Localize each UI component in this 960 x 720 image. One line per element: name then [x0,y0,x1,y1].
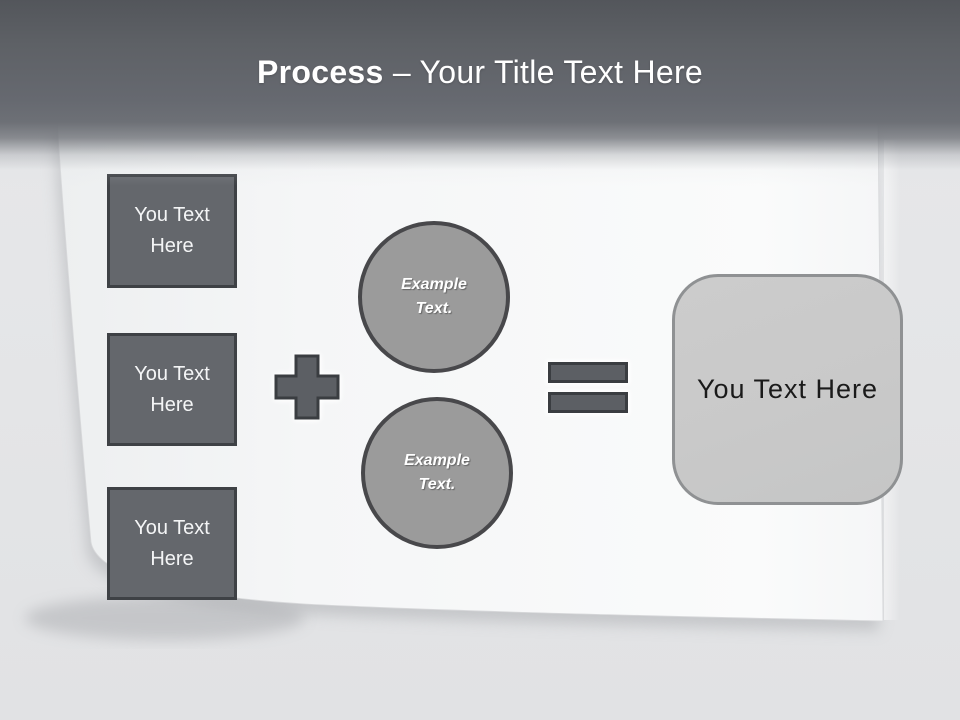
result-box-label: You Text Here [696,374,879,404]
input-box-3[interactable]: You Text Here [107,487,237,600]
plus-icon[interactable] [272,352,342,422]
page-title[interactable]: Process – Your Title Text Here [0,54,960,91]
curl-shadow [25,596,305,640]
example-circle-1-label: Example Text. [401,276,467,317]
equals-bar-bottom [548,392,628,413]
equals-icon[interactable] [548,362,628,414]
input-box-3-label: You Text Here [134,516,210,570]
page-title-bold: Process [256,54,384,90]
input-box-1[interactable]: You Text Here [107,174,237,288]
page-title-rest: – Your Title Text Here [383,54,704,90]
example-circle-2-label: Example Text. [404,452,470,493]
example-circle-1[interactable]: Example Text. [358,221,510,373]
result-box[interactable]: You Text Here [672,274,903,505]
input-box-2-label: You Text Here [134,362,210,416]
input-box-1-label: You Text Here [134,204,210,257]
input-box-2[interactable]: You Text Here [107,333,237,446]
equals-bar-top [548,362,628,383]
example-circle-2[interactable]: Example Text. [361,397,513,549]
